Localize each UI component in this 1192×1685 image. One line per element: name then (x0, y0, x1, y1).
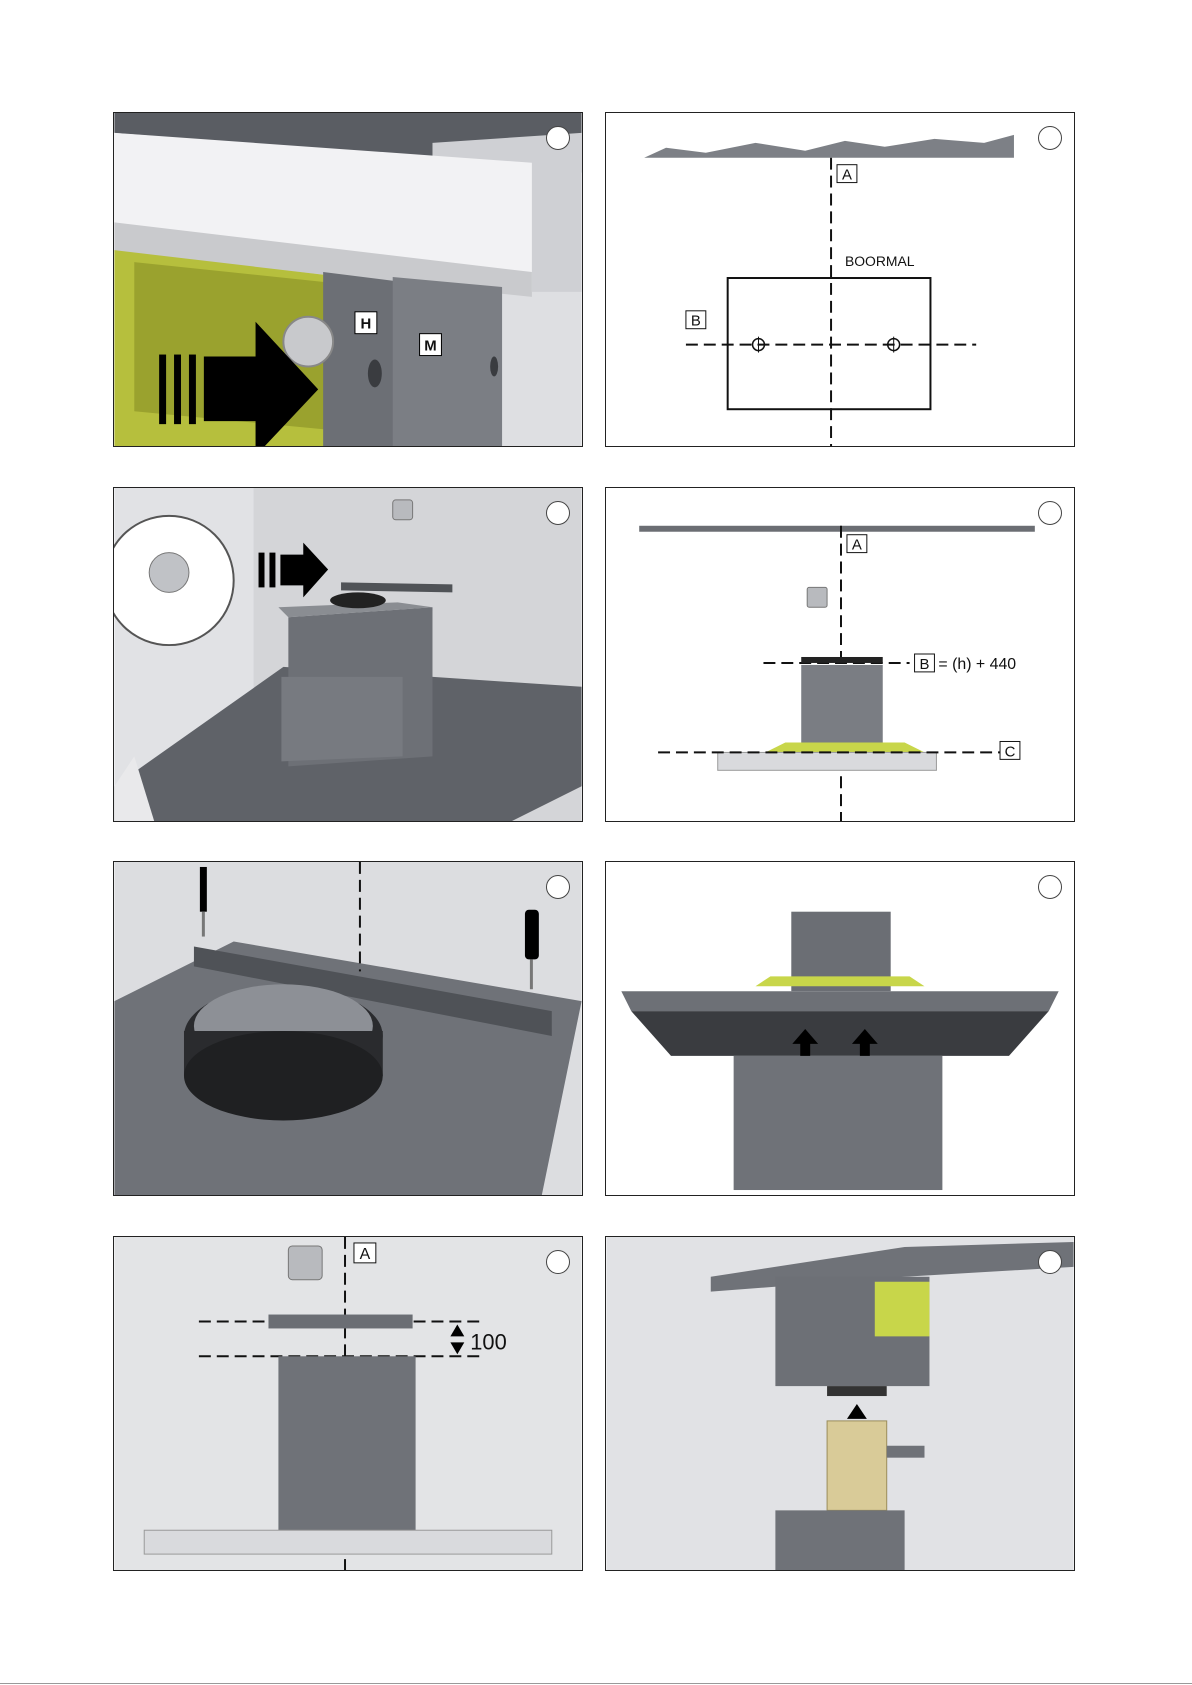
step-number-circle (546, 875, 570, 899)
height-formula: = (h) + 440 (938, 656, 1016, 673)
label-c: C (1005, 744, 1016, 760)
illustration-duct-connection: H M (114, 113, 582, 446)
step-number-circle (546, 1250, 570, 1274)
label-m: M (424, 339, 436, 355)
step-number-circle (1038, 126, 1062, 150)
diagram-height-positioning: A B = (h) + 440 C (606, 488, 1074, 821)
figure-panel-8 (605, 1236, 1075, 1571)
step-number-circle (1038, 501, 1062, 525)
label-a: A (852, 538, 862, 554)
figure-panel-1: H M (113, 112, 583, 447)
label-b: B (691, 314, 701, 330)
illustration-duct-hose (606, 1237, 1074, 1570)
label-a: A (842, 168, 852, 184)
figure-panel-3 (113, 487, 583, 822)
illustration-screw-bracket (114, 862, 582, 1195)
figure-panel-7: A 100 (113, 1236, 583, 1571)
label-h: H (361, 317, 372, 333)
step-number-circle (546, 126, 570, 150)
diagram-drill-template: A BOORMAL B (606, 113, 1074, 446)
figure-panel-2: A BOORMAL B (605, 112, 1075, 447)
label-b: B (920, 657, 930, 673)
step-number-circle (1038, 875, 1062, 899)
illustration-mount-bracket (114, 488, 582, 821)
step-number-circle (1038, 1250, 1062, 1274)
dimension-100: 100 (470, 1329, 506, 1354)
label-a: A (360, 1246, 371, 1263)
page-bottom-rule (0, 1683, 1192, 1684)
diagram-chimney-spacing: A 100 (114, 1237, 582, 1570)
drill-template-label: BOORMAL (845, 253, 915, 269)
figure-panel-5 (113, 861, 583, 1196)
step-number-circle (546, 501, 570, 525)
illustration-hood-mounted (606, 862, 1074, 1195)
figure-panel-4: A B = (h) + 440 C (605, 487, 1075, 822)
figure-panel-6 (605, 861, 1075, 1196)
